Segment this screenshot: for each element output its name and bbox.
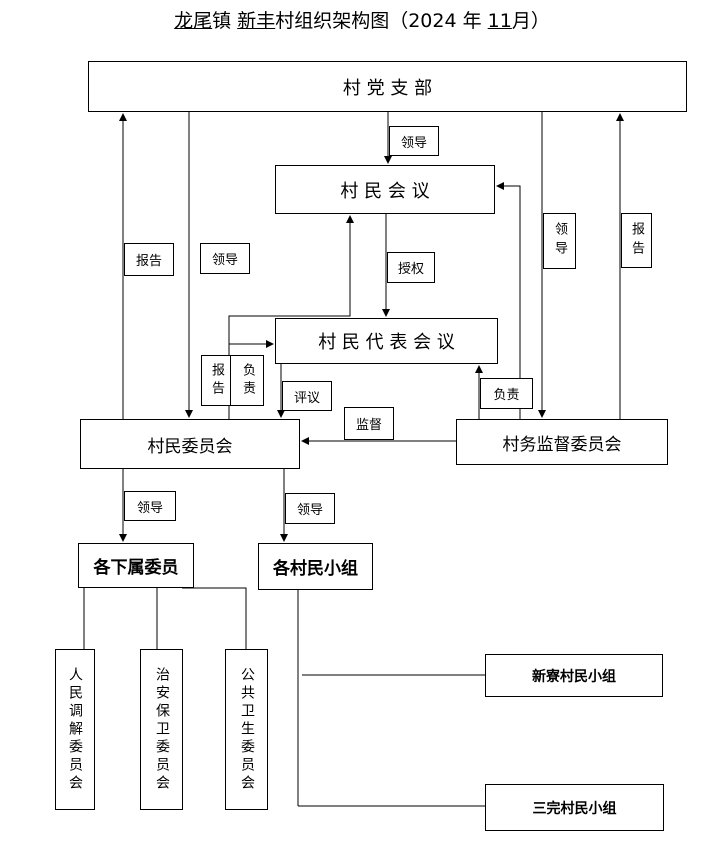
title-village: 新丰: [237, 10, 276, 32]
node-villagers-meeting: 村 民 会 议: [275, 165, 495, 214]
node-group-sanwan: 三完村民小组: [485, 784, 664, 831]
label-supervise: 监督: [344, 407, 394, 440]
node-supervision-committee: 村务监督委员会: [456, 419, 668, 465]
label-lead-groups: 领导: [285, 493, 335, 524]
node-health-committee: 公共卫生委员会: [225, 649, 268, 810]
node-party-branch: 村 党 支 部: [88, 61, 687, 112]
node-representatives-meeting: 村 民 代 表 会 议: [275, 318, 498, 364]
label-report-mid: 报告: [201, 355, 231, 406]
title-suffix: 村组织架构图（2024 年: [275, 10, 482, 32]
label-lead-left: 领导: [200, 243, 250, 274]
node-security-committee: 治安保卫委员会: [140, 649, 183, 810]
node-villager-groups: 各村民小组: [258, 543, 373, 590]
label-report-right: 报告: [621, 213, 652, 268]
title-town: 龙尾: [174, 10, 213, 32]
label-report-left: 报告: [124, 243, 174, 276]
label-lead-sub: 领导: [124, 491, 176, 521]
label-lead-villagers-meeting: 领导: [389, 126, 439, 156]
label-responsible-right: 负责: [480, 378, 533, 409]
node-sub-committees: 各下属委员: [78, 543, 194, 588]
label-review: 评议: [282, 381, 332, 411]
title-month: 11: [487, 10, 512, 32]
title-month-suffix: 月）: [511, 10, 550, 32]
node-villagers-committee: 村民委员会: [80, 419, 300, 469]
node-group-xinliao: 新寮村民小组: [485, 654, 663, 697]
node-mediation-committee: 人民调解委员会: [55, 649, 95, 810]
label-responsible-mid: 负责: [230, 355, 264, 406]
label-authorize: 授权: [387, 252, 435, 283]
title-town-suffix: 镇: [212, 10, 232, 32]
label-lead-right: 领导: [543, 213, 576, 269]
page-title: 龙尾镇 新丰村组织架构图（2024 年 11月）: [0, 6, 724, 33]
